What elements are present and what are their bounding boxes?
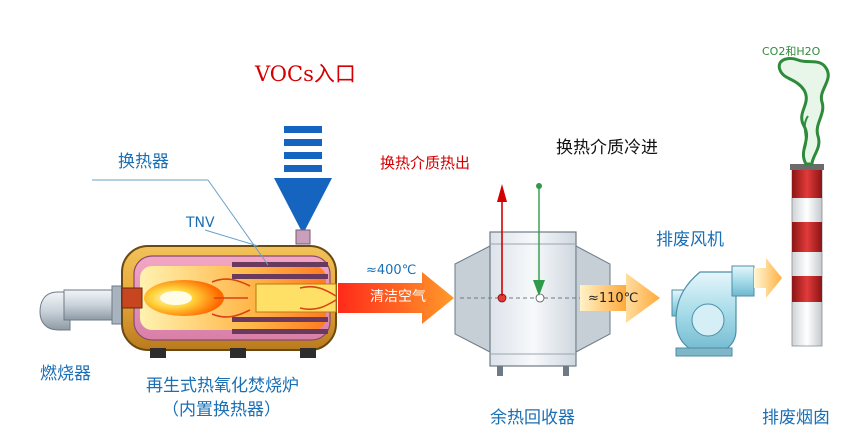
oxidizer-furnace	[121, 245, 337, 358]
inlet-nozzle	[295, 229, 311, 245]
burner-label: 燃烧器	[40, 364, 91, 384]
warm-air-arrow	[580, 273, 660, 323]
oxidizer-label-line2: （内置换热器）	[162, 400, 281, 420]
oxidizer-label-line1: 再生式热氧化焚烧炉	[146, 376, 299, 396]
medium-cold-in-label: 换热介质冷进	[556, 138, 658, 158]
waste-heat-recovery-label: 余热回收器	[490, 408, 575, 428]
heat-exchanger-leader-diag	[207, 179, 269, 266]
heat-exchanger-label: 换热器	[118, 152, 169, 172]
vocs-inlet-label: VOCs入口	[255, 62, 356, 86]
smoke-plume	[777, 56, 830, 166]
waste-heat-recovery-unit	[454, 231, 611, 376]
clean-air-label: 清洁空气	[370, 289, 426, 305]
exhaust-fan-label: 排废风机	[656, 230, 724, 250]
exhaust-stack-label: 排废烟囱	[762, 408, 830, 428]
tnv-label: TNV	[186, 215, 215, 231]
co2-h2o-label: CO2和H2O	[762, 45, 821, 58]
burner-unit	[39, 285, 125, 331]
medium-cold-in-arrow	[533, 183, 545, 296]
clean-air-arrow	[338, 272, 454, 324]
medium-hot-out-label: 换热介质热出	[380, 154, 471, 172]
medium-hot-out-arrow	[497, 184, 507, 296]
temp-400-label: ≈400℃	[366, 263, 417, 278]
exhaust-stack-chimney	[790, 164, 824, 347]
stack-feed-arrow	[754, 258, 782, 298]
vocs-inlet-arrow	[274, 126, 332, 234]
tnv-leader	[204, 229, 259, 247]
exhaust-fan	[671, 265, 755, 357]
temp-110-label: ≈110℃	[588, 291, 639, 306]
